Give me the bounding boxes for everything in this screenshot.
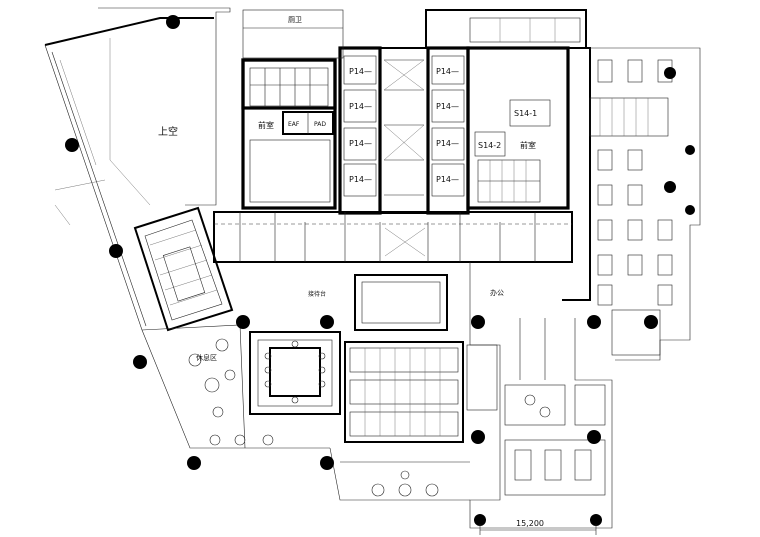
label-p14-8: P14— [436, 175, 459, 184]
label-s14-2: S14-2 [478, 141, 501, 150]
label-p14-3: P14— [349, 139, 372, 148]
bottom-seating [329, 447, 470, 501]
label-office: 办公 [490, 288, 504, 297]
structural-columns [65, 15, 695, 526]
label-fore-room-left: 前室 [258, 120, 274, 130]
central-grid [344, 274, 498, 443]
label-pad: PAD [314, 121, 326, 128]
label-p14-7: P14— [436, 139, 459, 148]
label-p14-2: P14— [349, 102, 372, 111]
label-void: 上空 [158, 125, 178, 138]
label-toilet: 厕卫 [288, 16, 302, 24]
label-fore-room-right: 前室 [520, 140, 536, 150]
label-p14-5: P14— [436, 67, 459, 76]
conference-room-left [133, 206, 234, 332]
label-p14-1: P14— [349, 67, 372, 76]
lower-right-offices [469, 262, 613, 529]
room-labels: 上空 厕卫 前室 EAF PAD P14— P14— P14— P14— P14… [158, 16, 544, 528]
label-lobby: 接待台 [308, 290, 326, 298]
right-office-wing [562, 47, 701, 361]
label-p14-6: P14— [436, 102, 459, 111]
dimension-line [479, 524, 597, 535]
label-p14-4: P14— [349, 175, 372, 184]
label-lounge: 休息区 [196, 353, 217, 362]
corridor-band [213, 211, 573, 263]
core-block [241, 9, 587, 215]
lounge-area [141, 324, 274, 449]
label-s14-1: S14-1 [514, 109, 537, 118]
label-dimension: 15,200 [516, 519, 544, 528]
meeting-room [249, 331, 341, 415]
label-eaf: EAF [288, 121, 300, 128]
void-area [44, 7, 330, 449]
